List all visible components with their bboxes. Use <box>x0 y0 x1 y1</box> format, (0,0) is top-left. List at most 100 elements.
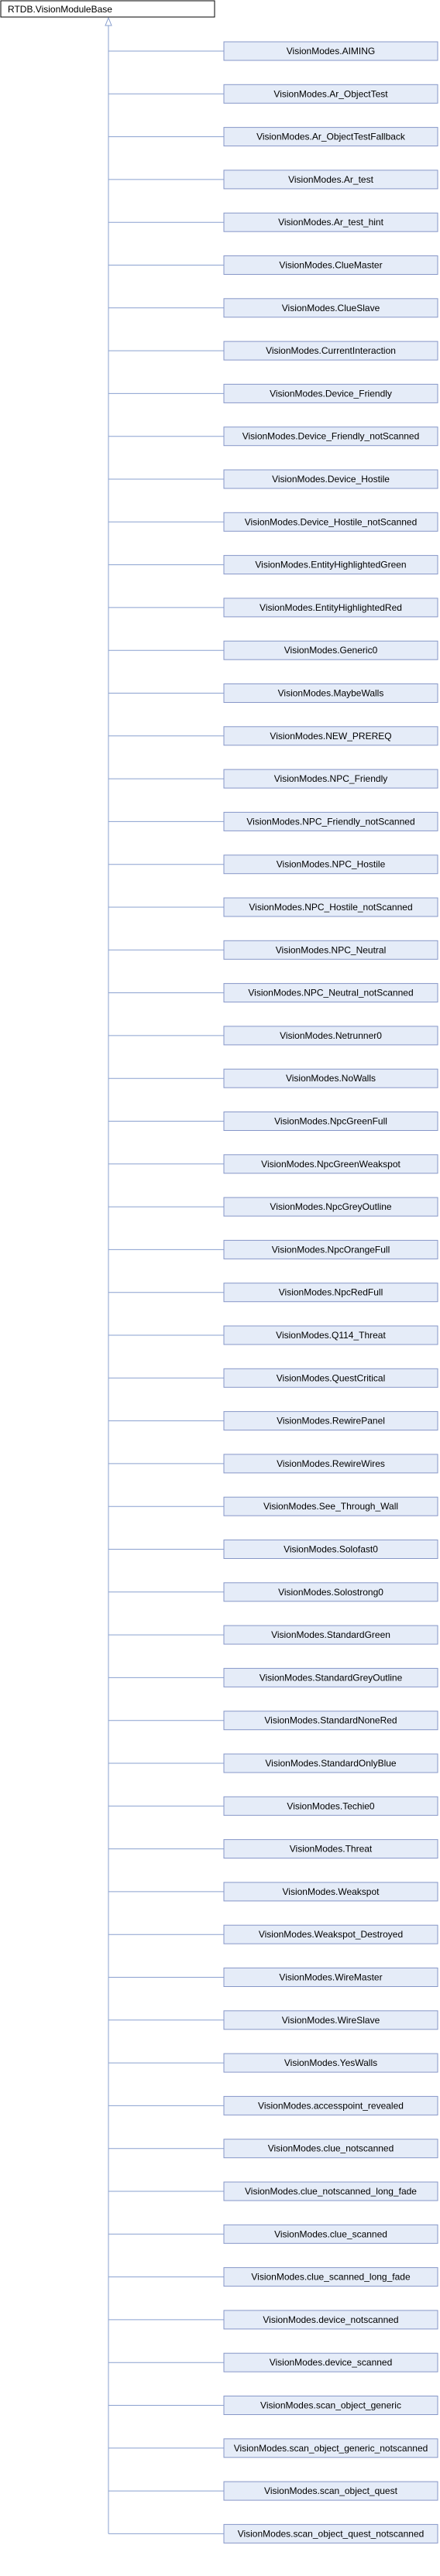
derived-class-node[interactable]: VisionModes.scan_object_generic <box>223 2396 438 2415</box>
derived-class-box <box>223 512 438 532</box>
derived-class-box <box>223 1239 438 1259</box>
derived-class-node[interactable]: VisionModes.EntityHighlightedRed <box>223 598 438 618</box>
derived-class-node[interactable]: VisionModes.QuestCritical <box>223 1368 438 1388</box>
derived-class-node[interactable]: VisionModes.Weakspot_Destroyed <box>223 1924 438 1944</box>
derived-class-box <box>223 469 438 489</box>
derived-class-box <box>223 1068 438 1088</box>
derived-class-node[interactable]: VisionModes.NPC_Hostile_notScanned <box>223 897 438 917</box>
derived-class-node[interactable]: VisionModes.NpcRedFull <box>223 1283 438 1303</box>
derived-class-node[interactable]: VisionModes.clue_notscanned <box>223 2139 438 2159</box>
derived-class-node[interactable]: VisionModes.NPC_Neutral <box>223 940 438 960</box>
derived-class-node[interactable]: VisionModes.NpcGreenWeakspot <box>223 1154 438 1174</box>
derived-class-node[interactable]: VisionModes.device_notscanned <box>223 2310 438 2330</box>
derived-class-node[interactable]: VisionModes.EntityHighlightedGreen <box>223 555 438 575</box>
derived-class-box <box>223 940 438 960</box>
derived-class-node[interactable]: VisionModes.clue_scanned_long_fade <box>223 2267 438 2287</box>
derived-class-node[interactable]: VisionModes.ClueMaster <box>223 255 438 275</box>
derived-class-node[interactable]: VisionModes.StandardNoneRed <box>223 1711 438 1731</box>
derived-class-node[interactable]: VisionModes.NPC_Neutral_notScanned <box>223 983 438 1003</box>
derived-class-box <box>223 1026 438 1046</box>
derived-class-label: VisionModes.CurrentInteraction <box>266 345 396 356</box>
derived-class-label: VisionModes.EntityHighlightedRed <box>260 602 402 613</box>
derived-class-label: VisionModes.EntityHighlightedGreen <box>255 560 406 570</box>
derived-class-label: VisionModes.NoWalls <box>286 1073 376 1084</box>
derived-class-node[interactable]: VisionModes.Solofast0 <box>223 1540 438 1559</box>
derived-class-node[interactable]: VisionModes.RewireWires <box>223 1454 438 1474</box>
derived-class-node[interactable]: VisionModes.AIMING <box>223 41 438 61</box>
derived-class-node[interactable]: VisionModes.Device_Hostile <box>223 469 438 489</box>
derived-class-box <box>223 1540 438 1559</box>
derived-class-label: VisionModes.NpcGreyOutline <box>270 1201 392 1212</box>
derived-class-node[interactable]: VisionModes.clue_notscanned_long_fade <box>223 2181 438 2201</box>
derived-class-node[interactable]: VisionModes.Netrunner0 <box>223 1026 438 1046</box>
derived-class-node[interactable]: VisionModes.ClueSlave <box>223 298 438 318</box>
derived-class-node[interactable]: VisionModes.NpcGreenFull <box>223 1112 438 1131</box>
derived-class-node[interactable]: VisionModes.Generic0 <box>223 640 438 660</box>
derived-class-box <box>223 1325 438 1345</box>
derived-class-node[interactable]: VisionModes.NPC_Friendly_notScanned <box>223 811 438 831</box>
derived-class-node[interactable]: VisionModes.NpcGreyOutline <box>223 1197 438 1217</box>
derived-class-node[interactable]: VisionModes.NpcOrangeFull <box>223 1239 438 1259</box>
derived-class-node[interactable]: VisionModes.StandardGreyOutline <box>223 1667 438 1687</box>
derived-class-node[interactable]: VisionModes.Weakspot <box>223 1882 438 1902</box>
derived-class-node[interactable]: VisionModes.Solostrong0 <box>223 1582 438 1602</box>
derived-class-node[interactable]: VisionModes.Ar_ObjectTestFallback <box>223 127 438 147</box>
derived-class-box <box>223 1454 438 1474</box>
derived-class-label: VisionModes.Q114_Threat <box>276 1330 386 1341</box>
derived-class-node[interactable]: VisionModes.StandardGreen <box>223 1625 438 1645</box>
derived-class-box <box>223 2139 438 2159</box>
derived-class-node[interactable]: VisionModes.Q114_Threat <box>223 1325 438 1345</box>
derived-class-node[interactable]: VisionModes.scan_object_quest <box>223 2481 438 2501</box>
derived-class-label: VisionModes.WireMaster <box>279 1972 382 1983</box>
derived-class-node[interactable]: VisionModes.WireSlave <box>223 2010 438 2030</box>
derived-class-box <box>223 2267 438 2287</box>
derived-class-label: VisionModes.NPC_Neutral <box>276 944 387 955</box>
derived-class-nodes: VisionModes.AIMING VisionModes.Ar_ObjectT… <box>223 41 438 2543</box>
derived-class-node[interactable]: VisionModes.Device_Hostile_notScanned <box>223 512 438 532</box>
derived-class-node[interactable]: VisionModes.clue_scanned <box>223 2224 438 2244</box>
derived-class-node[interactable]: VisionModes.MaybeWalls <box>223 683 438 703</box>
derived-class-label: VisionModes.Device_Friendly_notScanned <box>242 431 420 442</box>
derived-class-node[interactable]: VisionModes.See_Through_Wall <box>223 1496 438 1516</box>
derived-class-node[interactable]: VisionModes.NPC_Friendly <box>223 769 438 789</box>
derived-class-node[interactable]: VisionModes.WireMaster <box>223 1968 438 1987</box>
derived-class-box <box>223 2310 438 2330</box>
base-class-node[interactable]: RTDB.VisionModuleBase <box>0 0 215 18</box>
derived-class-box <box>223 1711 438 1731</box>
derived-class-node[interactable]: VisionModes.Device_Friendly <box>223 383 438 403</box>
derived-class-box <box>223 84 438 104</box>
derived-class-node[interactable]: VisionModes.Ar_test <box>223 170 438 190</box>
derived-class-node[interactable]: VisionModes.device_scanned <box>223 2352 438 2372</box>
derived-class-label: VisionModes.Ar_test_hint <box>278 217 384 228</box>
derived-class-node[interactable]: VisionModes.accesspoint_revealed <box>223 2095 438 2115</box>
derived-class-node[interactable]: VisionModes.Ar_test_hint <box>223 212 438 232</box>
derived-class-label: VisionModes.Ar_test <box>288 174 374 185</box>
derived-class-box <box>223 2224 438 2244</box>
derived-class-node[interactable]: VisionModes.CurrentInteraction <box>223 341 438 361</box>
derived-class-node[interactable]: VisionModes.Techie0 <box>223 1796 438 1816</box>
derived-class-box <box>223 769 438 789</box>
derived-class-node[interactable]: VisionModes.Device_Friendly_notScanned <box>223 426 438 447</box>
derived-class-label: VisionModes.NpcGreenWeakspot <box>261 1159 400 1170</box>
derived-class-node[interactable]: VisionModes.StandardOnlyBlue <box>223 1753 438 1773</box>
derived-class-box <box>223 2095 438 2115</box>
derived-class-node[interactable]: VisionModes.Threat <box>223 1839 438 1859</box>
derived-class-label: VisionModes.Solofast0 <box>284 1544 378 1555</box>
derived-class-label: VisionModes.Ar_ObjectTest <box>273 88 388 99</box>
derived-class-label: VisionModes.NpcRedFull <box>279 1287 383 1298</box>
derived-class-node[interactable]: VisionModes.NoWalls <box>223 1068 438 1088</box>
derived-class-label: VisionModes.scan_object_quest_notscanned <box>238 2528 425 2539</box>
base-class-box <box>0 0 215 18</box>
derived-class-node[interactable]: VisionModes.scan_object_quest_notscanned <box>223 2523 438 2543</box>
derived-class-label: VisionModes.accesspoint_revealed <box>258 2100 404 2111</box>
derived-class-node[interactable]: VisionModes.scan_object_generic_notscann… <box>223 2438 438 2458</box>
derived-class-label: VisionModes.StandardGreyOutline <box>260 1672 403 1683</box>
derived-class-node[interactable]: VisionModes.YesWalls <box>223 2053 438 2073</box>
derived-class-box <box>223 1154 438 1174</box>
derived-class-node[interactable]: VisionModes.NEW_PREREQ <box>223 726 438 746</box>
derived-class-node[interactable]: VisionModes.Ar_ObjectTest <box>223 84 438 104</box>
derived-class-node[interactable]: VisionModes.NPC_Hostile <box>223 855 438 875</box>
derived-class-node[interactable]: VisionModes.RewirePanel <box>223 1411 438 1431</box>
derived-class-label: VisionModes.Generic0 <box>284 645 378 656</box>
derived-class-box <box>223 1625 438 1645</box>
